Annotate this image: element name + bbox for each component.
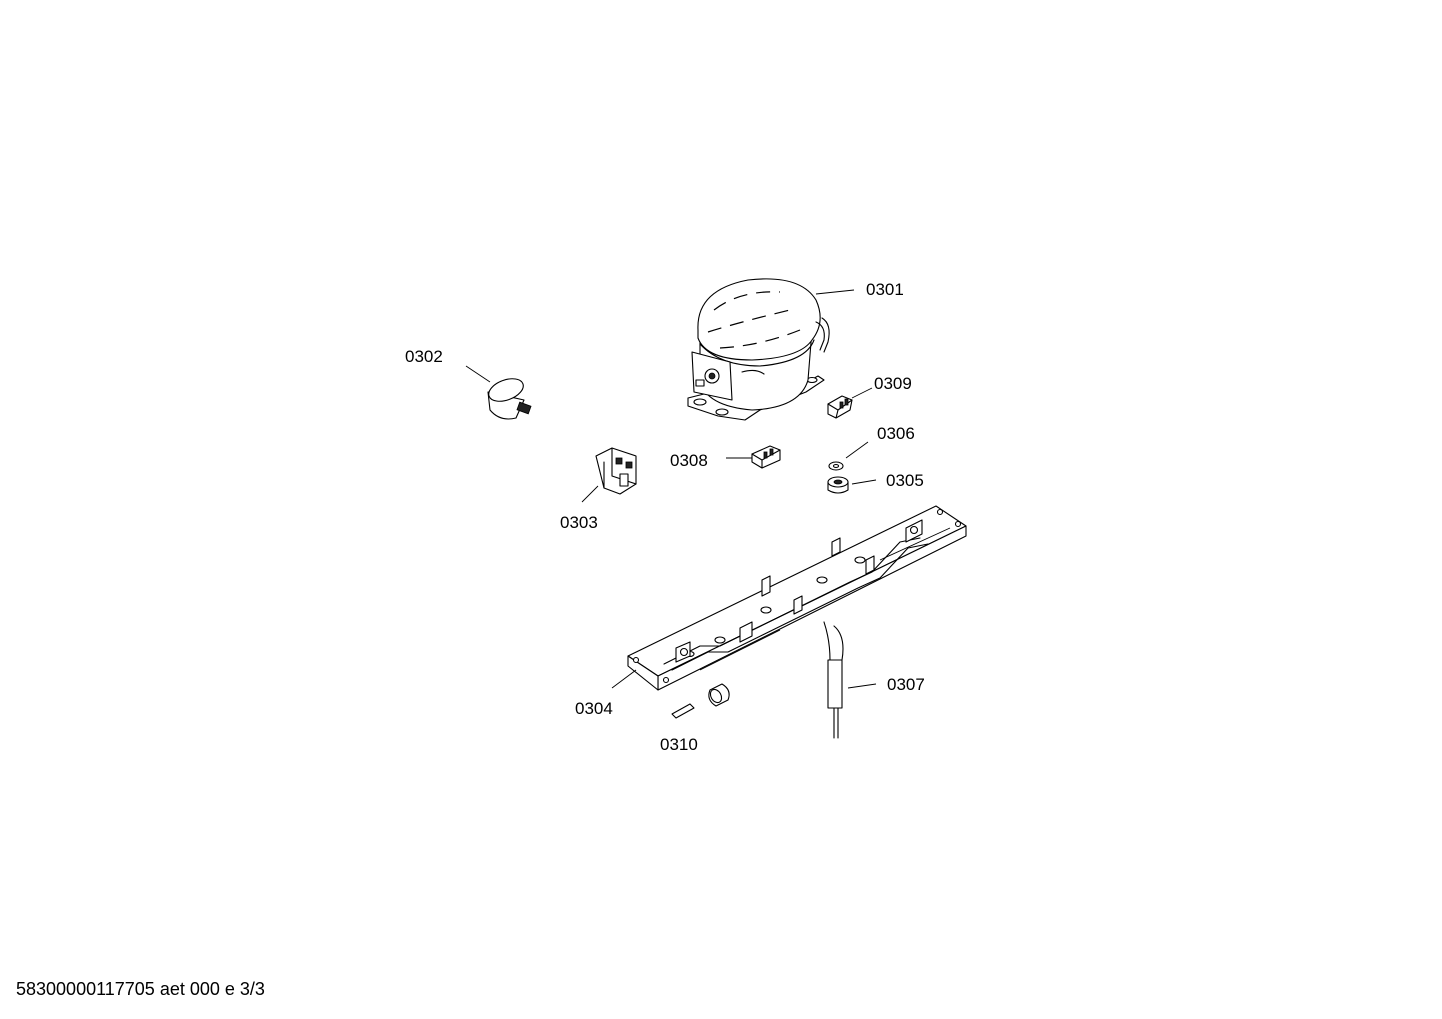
label-0310: 0310 bbox=[660, 735, 698, 754]
document-id-footer: 58300000117705 aet 000 e 3/3 bbox=[16, 979, 265, 999]
label-0307: 0307 bbox=[887, 675, 925, 694]
part-0307-dryer[interactable] bbox=[823, 621, 844, 739]
part-0306-washer[interactable] bbox=[828, 461, 844, 471]
label-0305: 0305 bbox=[886, 471, 924, 490]
label-0306: 0306 bbox=[877, 424, 915, 443]
label-0309: 0309 bbox=[874, 374, 912, 393]
part-0303-relay[interactable] bbox=[595, 447, 637, 495]
part-0302-grommet[interactable] bbox=[486, 374, 532, 420]
part-0309-clip[interactable] bbox=[827, 395, 853, 419]
label-0304: 0304 bbox=[575, 699, 613, 718]
label-0308: 0308 bbox=[670, 451, 708, 470]
part-0305-bushing[interactable] bbox=[827, 476, 849, 494]
label-0302: 0302 bbox=[405, 347, 443, 366]
part-0304-mounting-rail[interactable] bbox=[627, 505, 967, 691]
label-0303: 0303 bbox=[560, 513, 598, 532]
part-0308-clip[interactable] bbox=[751, 445, 781, 469]
label-0301: 0301 bbox=[866, 280, 904, 299]
part-0310-pin-and-sleeve[interactable] bbox=[671, 683, 730, 719]
part-0301-compressor[interactable] bbox=[687, 278, 830, 421]
